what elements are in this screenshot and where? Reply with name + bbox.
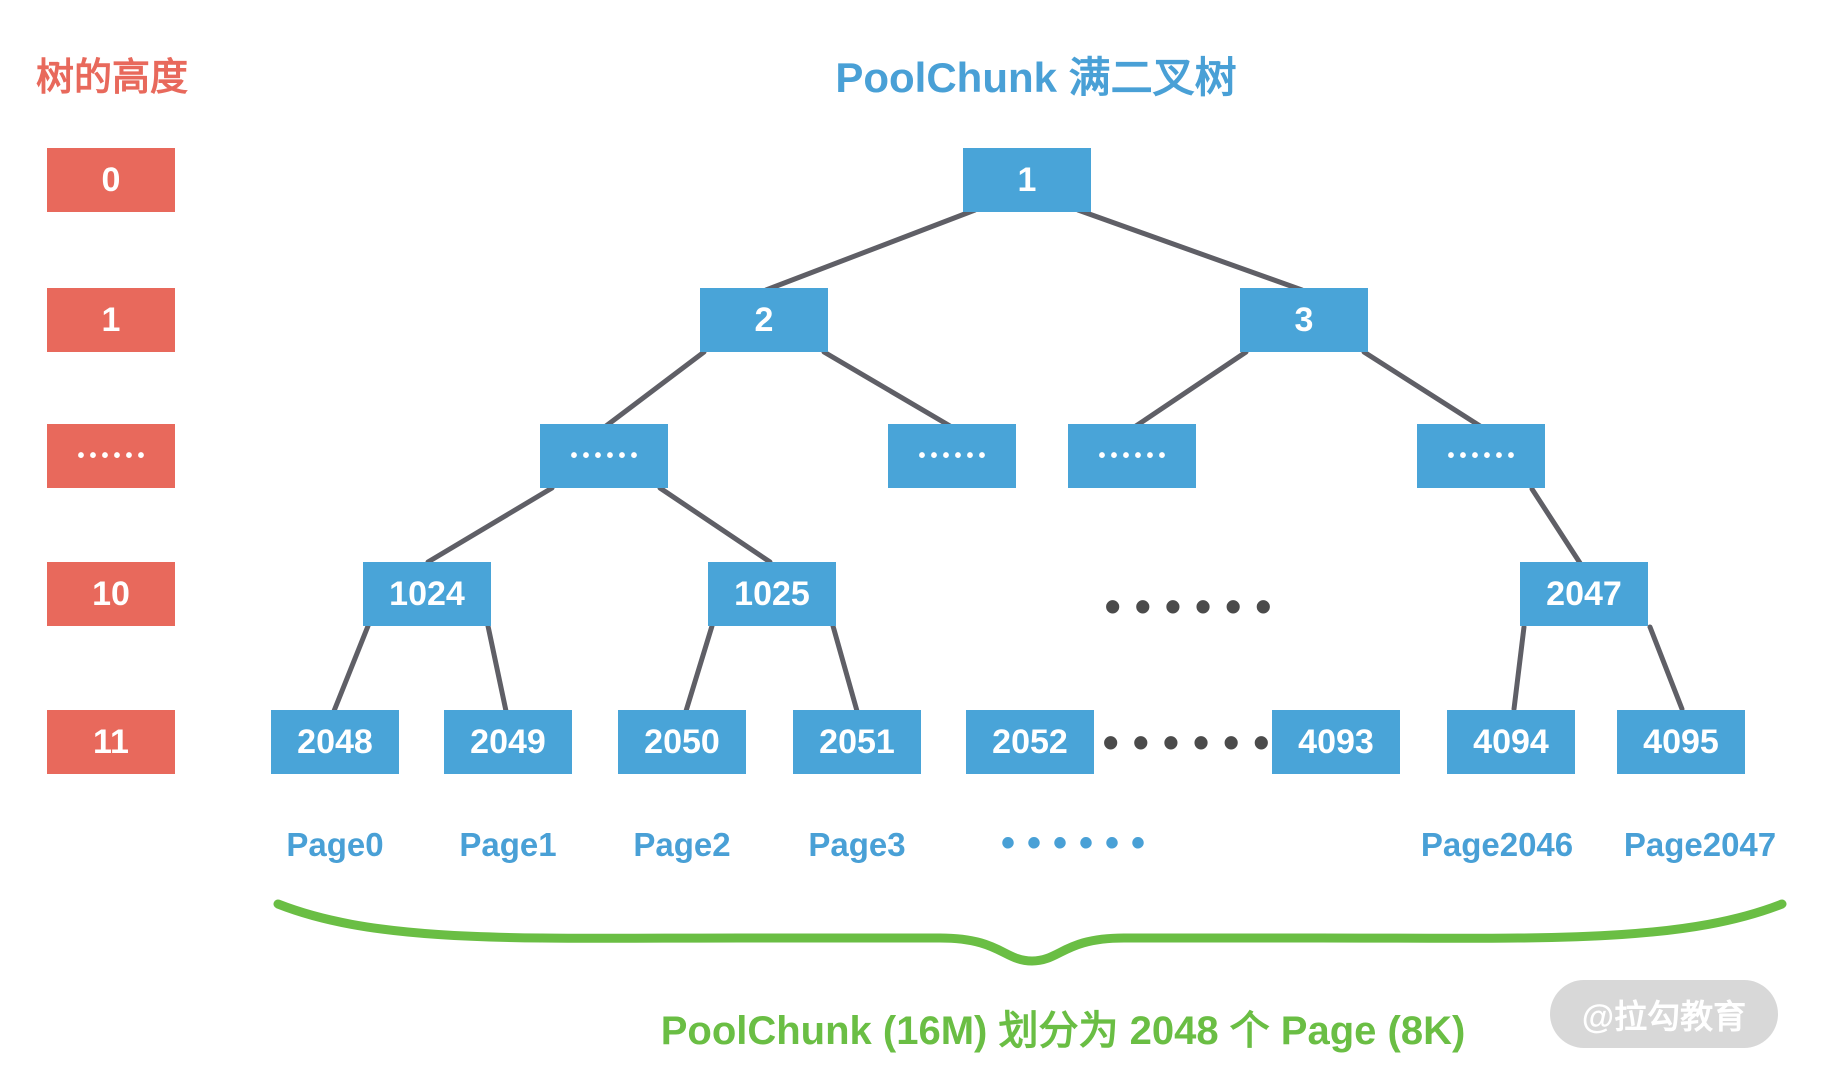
node-label: 4095 xyxy=(1643,722,1719,761)
tree-edge xyxy=(1075,207,1305,293)
height-box-3: 10 xyxy=(47,562,175,626)
height-box-0: 0 xyxy=(47,148,175,212)
node-label: 1024 xyxy=(389,574,465,613)
tree-edge xyxy=(485,623,509,714)
node-label: 1 xyxy=(1017,160,1037,199)
tree-node-dots-2-3: •••••• xyxy=(1417,424,1545,488)
page-label-Page0: Page0 xyxy=(286,826,384,863)
tree-edge xyxy=(830,623,860,714)
tree-node-dots-2-2: •••••• xyxy=(1068,424,1196,488)
tree-node-2047: 2047 xyxy=(1520,562,1648,626)
brace-curve xyxy=(273,899,1787,966)
row-ellipsis-separator: •••••• xyxy=(1104,580,1286,632)
height-box-2: •••••• xyxy=(47,424,175,488)
node-label: 2048 xyxy=(297,722,373,761)
page-label-Page2: Page2 xyxy=(633,826,731,863)
tree-node-4095: 4095 xyxy=(1617,710,1745,774)
tree-edge xyxy=(1511,624,1527,712)
tree-node-2: 2 xyxy=(700,288,828,352)
node-label: 3 xyxy=(1294,300,1314,339)
node-label: 1025 xyxy=(734,574,810,613)
tree-edge xyxy=(821,349,953,429)
ellipsis-dots: •••••• xyxy=(1098,445,1171,467)
tree-edge xyxy=(657,485,773,565)
tree-node-1025: 1025 xyxy=(708,562,836,626)
tree-edge xyxy=(1529,486,1583,566)
tree-edge xyxy=(425,485,555,565)
tree-node-dots-2-1: •••••• xyxy=(888,424,1016,488)
tree-node-4093: 4093 xyxy=(1272,710,1400,774)
node-label: 4093 xyxy=(1298,722,1374,761)
page-label-Page2046: Page2046 xyxy=(1420,826,1574,863)
tree-edge xyxy=(603,349,707,429)
height-box-4: 11 xyxy=(47,710,175,774)
tree-node-dots-2-0: •••••• xyxy=(540,424,668,488)
page-ellipsis-separator: •••••• xyxy=(1000,821,1158,865)
tree-edge xyxy=(763,207,978,293)
ellipsis-dots: •••••• xyxy=(918,445,991,467)
node-label: 11 xyxy=(93,722,129,761)
ellipsis-dots: •••••• xyxy=(570,445,643,467)
node-label: 1 xyxy=(101,300,121,339)
tree-node-2049: 2049 xyxy=(444,710,572,774)
watermark-badge: @拉勾教育 xyxy=(1550,980,1778,1048)
page-label-Page1: Page1 xyxy=(459,826,557,863)
tree-edge xyxy=(1361,349,1483,429)
tree-edge xyxy=(331,623,371,714)
tree-node-2051: 2051 xyxy=(793,710,921,774)
node-label: 4094 xyxy=(1473,722,1549,761)
tree-node-2052: 2052 xyxy=(966,710,1094,774)
ellipsis-dots: •••••• xyxy=(77,445,150,467)
node-label: 2049 xyxy=(470,722,546,761)
node-label: 0 xyxy=(101,160,121,199)
tree-height-axis-title: 树的高度 xyxy=(36,57,189,99)
tree-node-2050: 2050 xyxy=(618,710,746,774)
diagram-title: PoolChunk 满二叉树 xyxy=(835,54,1237,101)
tree-edge xyxy=(1647,624,1685,712)
tree-edge xyxy=(1133,349,1249,429)
node-label: 2047 xyxy=(1546,574,1622,613)
tree-node-4094: 4094 xyxy=(1447,710,1575,774)
tree-edge xyxy=(683,623,715,714)
ellipsis-dots: •••••• xyxy=(1447,445,1520,467)
caption-text: PoolChunk (16M) 划分为 2048 个 Page (8K) xyxy=(660,1009,1466,1053)
row-ellipsis-separator: •••••• xyxy=(1102,716,1284,768)
tree-node-1: 1 xyxy=(963,148,1091,212)
node-label: 2051 xyxy=(819,722,895,761)
node-label: 10 xyxy=(92,574,130,613)
page-label-Page3: Page3 xyxy=(808,826,906,863)
height-box-1: 1 xyxy=(47,288,175,352)
node-label: 2 xyxy=(754,300,774,339)
node-label: 2052 xyxy=(992,722,1068,761)
node-label: 2050 xyxy=(644,722,720,761)
tree-node-1024: 1024 xyxy=(363,562,491,626)
tree-node-3: 3 xyxy=(1240,288,1368,352)
tree-node-2048: 2048 xyxy=(271,710,399,774)
page-label-Page2047: Page2047 xyxy=(1623,826,1777,863)
